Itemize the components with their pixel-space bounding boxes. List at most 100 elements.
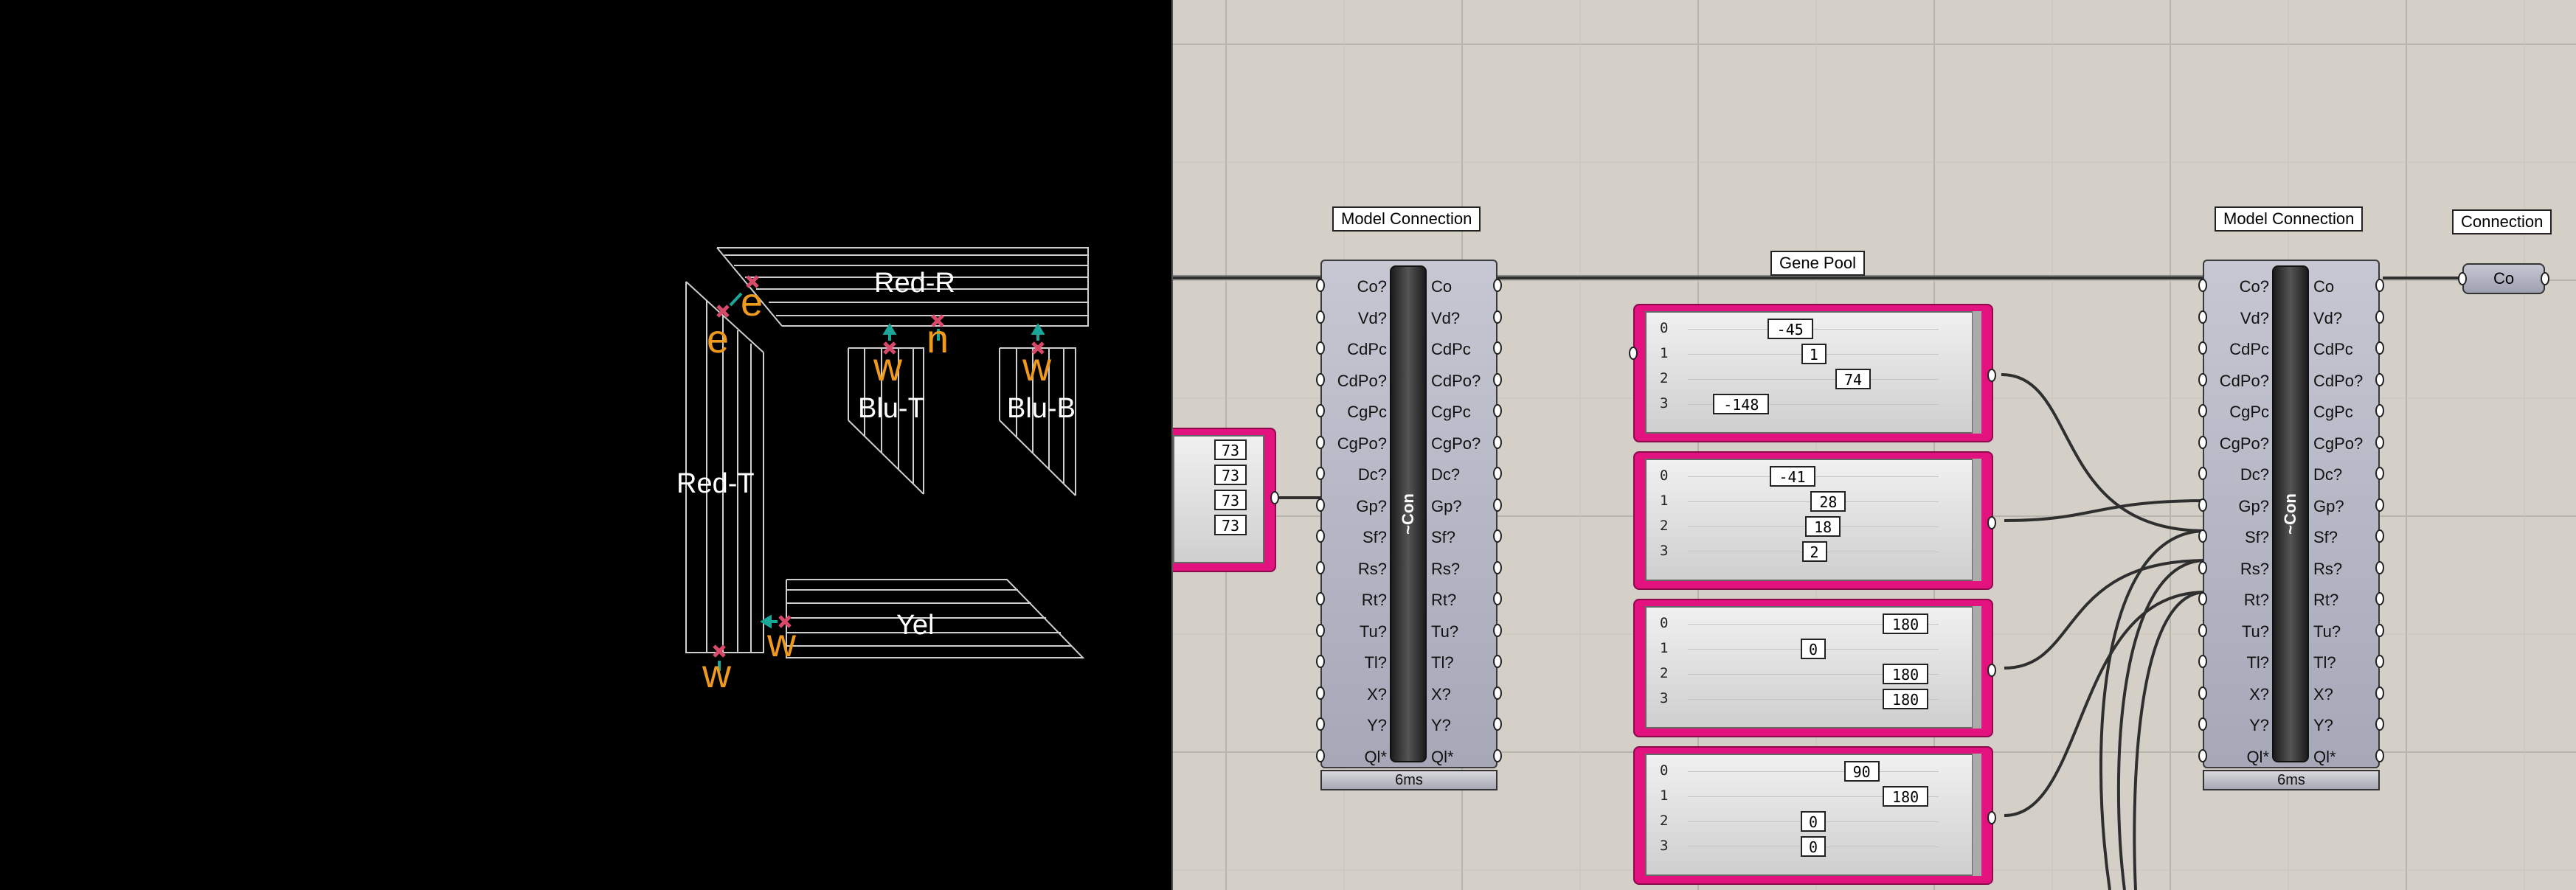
model-connection-right-input-grip-9[interactable] [2198, 560, 2207, 574]
model-connection-right-output-1[interactable]: Vd? [2313, 308, 2343, 327]
model-connection-left-input-4[interactable]: CgPc [1347, 403, 1387, 421]
model-connection-left-input-10[interactable]: Rt? [1361, 591, 1387, 609]
model-connection-left-input-grip-6[interactable] [1316, 467, 1325, 480]
model-connection-right-input-grip-4[interactable] [2198, 404, 2207, 417]
model-connection-right-output-13[interactable]: X? [2313, 684, 2333, 703]
model-connection-right-output-grip-6[interactable] [2375, 467, 2384, 480]
model-connection-left-output-4[interactable]: CgPc [1431, 403, 1471, 421]
model-connection-left-output-grip-4[interactable] [1493, 404, 1502, 417]
gene-pool-2-slider-1[interactable]: 0 [1801, 639, 1826, 659]
gene-pool-1-slider-3[interactable]: 2 [1801, 541, 1827, 562]
model-connection-right-output-12[interactable]: Tl? [2313, 653, 2336, 672]
model-connection-right-output-0[interactable]: Co [2313, 277, 2335, 296]
model-connection-right-output-grip-9[interactable] [2375, 560, 2384, 574]
model-connection-left-input-grip-13[interactable] [1316, 686, 1325, 700]
model-connection-left-input-8[interactable]: Sf? [1362, 528, 1387, 546]
model-connection-right-input-2[interactable]: CdPc [2229, 340, 2269, 358]
model-connection-right-input-grip-14[interactable] [2198, 717, 2207, 731]
model-connection-left-input-12[interactable]: Tl? [1364, 653, 1387, 672]
model-connection-left-input-grip-11[interactable] [1316, 623, 1325, 637]
partial-pool-value-2[interactable]: 73 [1214, 490, 1247, 510]
model-connection-right-input-14[interactable]: Y? [2249, 716, 2269, 734]
model-connection-right-input-0[interactable]: Co? [2239, 277, 2269, 296]
model-connection-right-output-8[interactable]: Sf? [2313, 528, 2338, 546]
model-connection-left-output-7[interactable]: Gp? [1431, 496, 1462, 515]
model-connection-left-input-0[interactable]: Co? [1357, 277, 1387, 296]
model-connection-right-output-15[interactable]: Ql* [2313, 747, 2336, 766]
model-connection-right-output-7[interactable]: Gp? [2313, 496, 2344, 515]
model-connection-left-input-7[interactable]: Gp? [1356, 496, 1387, 515]
gene-pool-0-slider-2[interactable]: 74 [1835, 369, 1872, 389]
model-connection-right-output-11[interactable]: Tu? [2313, 622, 2341, 641]
model-connection-right-input-6[interactable]: Dc? [2240, 465, 2269, 484]
model-connection-right-output-grip-15[interactable] [2375, 748, 2384, 762]
model-connection-left-input-grip-3[interactable] [1316, 372, 1325, 386]
model-connection-right-output-grip-3[interactable] [2375, 372, 2384, 386]
gene-pool-0-slider-3[interactable]: -148 [1713, 394, 1770, 414]
model-connection-right-output-grip-13[interactable] [2375, 686, 2384, 700]
gene-pool-3-scrollbar[interactable] [1972, 754, 1981, 876]
model-connection-left-output-6[interactable]: Dc? [1431, 465, 1461, 484]
gene-pool-3-slider-1[interactable]: 180 [1883, 786, 1929, 807]
model-connection-left-output-14[interactable]: Y? [1431, 716, 1451, 734]
model-connection-right-input-7[interactable]: Gp? [2238, 496, 2269, 515]
model-connection-right-output-grip-8[interactable] [2375, 529, 2384, 543]
model-connection-left-output-grip-11[interactable] [1493, 623, 1502, 637]
model-connection-right-input-grip-12[interactable] [2198, 655, 2207, 668]
model-connection-left-input-5[interactable]: CgPo? [1337, 434, 1387, 453]
model-connection-left-output-grip-8[interactable] [1493, 529, 1502, 543]
model-connection-right-output-4[interactable]: CgPc [2313, 403, 2353, 421]
gene-pool-input-grip[interactable] [1629, 347, 1638, 360]
model-connection-right-output-grip-1[interactable] [2375, 310, 2384, 324]
model-connection-left-output-8[interactable]: Sf? [1431, 528, 1456, 546]
gene-pool-0-slider-0[interactable]: -45 [1767, 319, 1813, 339]
model-connection-left-input-3[interactable]: CdPo? [1337, 371, 1387, 390]
model-connection-left-input-grip-15[interactable] [1316, 748, 1325, 762]
model-connection-left-input-grip-1[interactable] [1316, 310, 1325, 324]
gene-pool-3-slider-0[interactable]: 90 [1843, 761, 1880, 782]
gene-pool-3-slider-3[interactable]: 0 [1801, 836, 1826, 857]
model-connection-left-input-grip-10[interactable] [1316, 592, 1325, 605]
model-connection-right-input-grip-0[interactable] [2198, 279, 2207, 292]
model-connection-right-input-13[interactable]: X? [2249, 684, 2269, 703]
model-connection-right-core[interactable]: ~Con [2272, 265, 2309, 762]
model-connection-left-output-grip-15[interactable] [1493, 748, 1502, 762]
gene-pool-1-slider-2[interactable]: 18 [1805, 516, 1841, 537]
model-connection-right-output-grip-12[interactable] [2375, 655, 2384, 668]
model-connection-left-output-2[interactable]: CdPc [1431, 340, 1471, 358]
model-connection-right-output-grip-14[interactable] [2375, 717, 2384, 731]
model-connection-right-input-grip-3[interactable] [2198, 372, 2207, 386]
model-connection-right-input-5[interactable]: CgPo? [2219, 434, 2269, 453]
model-connection-left-output-12[interactable]: Tl? [1431, 653, 1454, 672]
model-connection-right-input-9[interactable]: Rs? [2240, 559, 2269, 578]
connection-param-output-grip[interactable] [2541, 272, 2549, 285]
model-connection-left-output-grip-14[interactable] [1493, 717, 1502, 731]
partial-gene-pool[interactable]: 73 73 73 73 [1173, 428, 1276, 572]
model-connection-right-input-8[interactable]: Sf? [2244, 528, 2269, 546]
model-connection-right-input-1[interactable]: Vd? [2240, 308, 2269, 327]
model-connection-left-output-grip-9[interactable] [1493, 560, 1502, 574]
model-connection-left-output-grip-6[interactable] [1493, 467, 1502, 480]
model-connection-right-input-grip-15[interactable] [2198, 748, 2207, 762]
model-connection-left-input-grip-0[interactable] [1316, 279, 1325, 292]
model-connection-left-output-10[interactable]: Rt? [1431, 591, 1457, 609]
model-connection-left-output-11[interactable]: Tu? [1431, 622, 1459, 641]
model-connection-left-input-9[interactable]: Rs? [1357, 559, 1387, 578]
model-connection-left-input-grip-4[interactable] [1316, 404, 1325, 417]
model-connection-right-output-5[interactable]: CgPo? [2313, 434, 2364, 453]
model-connection-right-output-9[interactable]: Rs? [2313, 559, 2343, 578]
model-connection-right-output-grip-5[interactable] [2375, 435, 2384, 449]
model-connection-left-output-grip-10[interactable] [1493, 592, 1502, 605]
model-connection-right-input-3[interactable]: CdPo? [2219, 371, 2269, 390]
model-connection-right-input-15[interactable]: Ql* [2246, 747, 2269, 766]
model-connection-left-input-15[interactable]: Ql* [1364, 747, 1387, 766]
gene-pool-3-slider-2[interactable]: 0 [1801, 811, 1826, 832]
model-connection-left-input-14[interactable]: Y? [1367, 716, 1387, 734]
model-connection-right-input-grip-8[interactable] [2198, 529, 2207, 543]
model-connection-left-output-15[interactable]: Ql* [1431, 747, 1454, 766]
